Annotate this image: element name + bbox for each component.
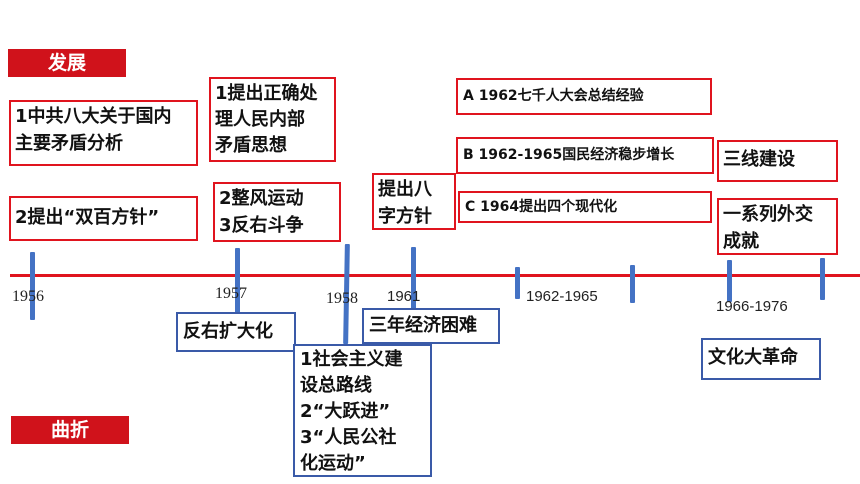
box-line: 反右扩大化 <box>183 321 273 342</box>
tick-1976 <box>820 258 825 300</box>
box-line: 3反右斗争 <box>219 215 304 236</box>
year-label: 1961 <box>387 288 421 305</box>
timeline-axis <box>10 274 860 277</box>
tick-1965 <box>630 265 635 303</box>
box-line: C 1964提出四个现代化 <box>465 199 618 215</box>
twist-box-1957: 反右扩大化 <box>176 312 296 352</box>
twist-box-1966: 文化大革命 <box>701 338 821 380</box>
tick-1966 <box>727 260 732 302</box>
box-line: 矛盾思想 <box>215 135 287 156</box>
year-label: 1962-1965 <box>526 288 598 305</box>
box-line: 成就 <box>723 231 759 252</box>
develop-box-1966-b: 一系列外交 成就 <box>717 198 838 255</box>
develop-box-1957-b: 2整风运动 3反右斗争 <box>213 182 341 242</box>
box-line: 1提出正确处 <box>215 83 318 104</box>
develop-box-1956-a: 1中共八大关于国内 主要矛盾分析 <box>9 100 198 166</box>
box-line: 3“人民公社 <box>300 427 397 448</box>
year-label: 1966-1976 <box>716 298 788 315</box>
develop-box-1957-a: 1提出正确处 理人民内部 矛盾思想 <box>209 77 336 162</box>
box-line: 2整风运动 <box>219 188 304 209</box>
box-line: 1中共八大关于国内 <box>15 106 172 127</box>
twist-label: 曲折 <box>11 416 129 444</box>
box-line: 设总路线 <box>300 375 372 396</box>
year-label: 1956 <box>12 288 44 305</box>
year-label: 1958 <box>326 290 358 307</box>
tick-1961 <box>411 247 416 309</box>
box-line: 一系列外交 <box>723 204 813 225</box>
box-line: A 1962七千人大会总结经验 <box>463 88 644 104</box>
box-line: B 1962-1965国民经济稳步增长 <box>463 147 675 163</box>
twist-box-1958: 1社会主义建 设总路线 2“大跃进” 3“人民公社 化运动” <box>293 344 432 477</box>
box-line: 2提出“双百方针” <box>15 207 160 228</box>
box-line: 化运动” <box>300 453 366 474</box>
develop-box-1956-b: 2提出“双百方针” <box>9 196 198 241</box>
develop-box-1966-a: 三线建设 <box>717 140 838 182</box>
year-label: 1957 <box>215 285 247 302</box>
develop-box-C: C 1964提出四个现代化 <box>458 191 712 223</box>
box-line: 文化大革命 <box>708 347 798 368</box>
box-line: 理人民内部 <box>215 109 305 130</box>
develop-box-B: B 1962-1965国民经济稳步增长 <box>456 137 714 174</box>
tick-1956 <box>30 252 35 320</box>
box-line: 提出八 <box>378 179 432 200</box>
tick-1962 <box>515 267 520 299</box>
box-line: 三线建设 <box>723 149 795 170</box>
develop-box-A: A 1962七千人大会总结经验 <box>456 78 712 115</box>
twist-box-1961: 三年经济困难 <box>362 308 500 344</box>
develop-label: 发展 <box>8 49 126 77</box>
box-line: 三年经济困难 <box>369 315 477 336</box>
box-line: 1社会主义建 <box>300 349 403 370</box>
develop-box-1961: 提出八 字方针 <box>372 173 456 230</box>
tick-1957 <box>235 248 240 313</box>
box-line: 主要矛盾分析 <box>15 133 123 154</box>
box-line: 2“大跃进” <box>300 401 391 422</box>
box-line: 字方针 <box>378 206 432 227</box>
